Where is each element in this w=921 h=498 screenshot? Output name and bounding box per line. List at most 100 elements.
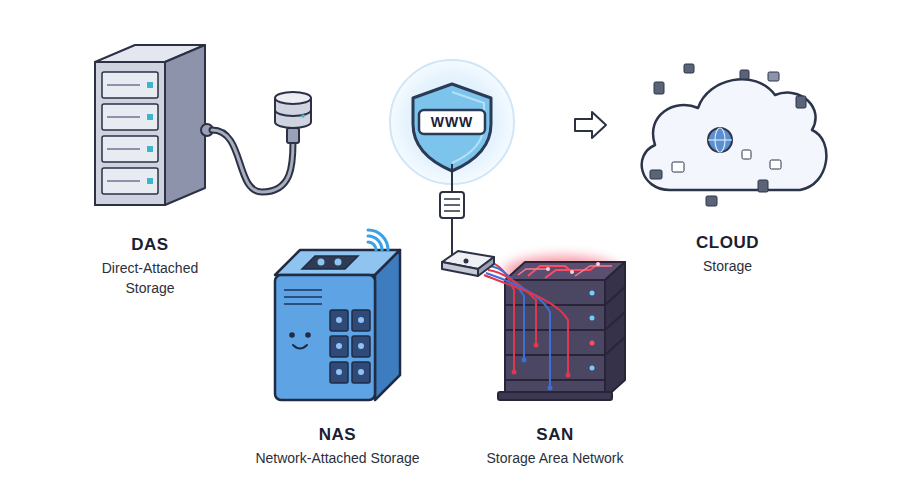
san-rack-icon-part — [505, 354, 605, 356]
nas-cube-icon-part — [330, 362, 348, 383]
nas-cube-icon-part — [336, 343, 342, 349]
nas-cube-icon-part — [352, 362, 370, 383]
san-cables-part — [548, 386, 553, 391]
das-server-icon-part — [102, 72, 158, 98]
node-heading: DAS — [85, 235, 215, 255]
nas-cube-icon-part — [293, 345, 307, 349]
das-server-icon-part — [165, 45, 205, 205]
disk-drive-icon-part — [275, 92, 311, 104]
nas-cube-icon-part — [302, 256, 358, 269]
san-rack-icon-part — [605, 262, 625, 398]
san-rack-icon — [498, 256, 625, 400]
node-heading: SAN — [450, 425, 660, 445]
cloud-icon-part — [742, 150, 751, 159]
das-server-icon-part — [147, 178, 153, 184]
san-cables-part — [522, 358, 527, 363]
storage-node: CLOUDStorage — [635, 60, 820, 200]
node-text-block: DASDirect-Attached Storage — [85, 235, 215, 298]
nas-cube-icon-part — [375, 250, 400, 400]
san-rack-icon-part — [605, 337, 625, 355]
san-rack-icon-part — [605, 312, 625, 330]
web-shield-icon — [390, 60, 514, 184]
disk-drive-icon — [275, 92, 311, 128]
web-shield-icon-part — [390, 60, 514, 184]
disk-drive-icon-part — [301, 114, 305, 118]
web-shield-icon-part — [419, 110, 485, 134]
storage-node: WWW — [414, 80, 490, 164]
flow-arrow-symbol-part — [575, 112, 606, 138]
nas-cube-icon-part — [275, 275, 375, 400]
san-rack-icon-part — [590, 366, 595, 371]
node-text-block: WWW — [414, 80, 490, 164]
nas-cube-icon-part — [358, 369, 364, 375]
cloud-icon-part — [642, 79, 827, 190]
mini-server-icon-part — [444, 198, 460, 200]
das-server-icon-part — [107, 84, 140, 86]
das-cable-part — [287, 128, 299, 143]
das-server-icon-part — [107, 148, 140, 150]
san-cables-part — [488, 270, 536, 345]
san-rack-icon-part — [605, 287, 625, 305]
wifi-symbol — [368, 230, 388, 250]
nas-cube-icon-part — [336, 317, 342, 323]
node-heading: CLOUD — [643, 233, 813, 253]
san-cables-part — [512, 370, 517, 375]
cloud-icon-part — [770, 160, 781, 169]
mini-server-icon — [440, 192, 464, 218]
das-cable-part — [212, 130, 293, 192]
mini-server-icon-part — [444, 210, 460, 212]
cloud-icon-part — [758, 180, 768, 192]
cloud-icon-part — [672, 162, 684, 172]
nas-cube-icon-part — [284, 296, 322, 298]
san-rack-icon-part — [575, 266, 612, 276]
nas-cube-icon-part — [336, 369, 342, 375]
cloud-icon-part — [796, 96, 806, 108]
das-server-icon-part — [102, 104, 158, 130]
nas-cube-icon-part — [330, 336, 348, 357]
nas-cube-icon-part — [352, 336, 370, 357]
cloud-icon-part — [768, 72, 779, 81]
san-rack-icon-part — [590, 341, 595, 346]
san-rack-icon-part — [505, 280, 605, 398]
cloud-icon-part — [684, 64, 694, 73]
network-switch-icon — [442, 251, 494, 276]
san-rack-icon-part — [590, 291, 595, 296]
cloud-icon-part — [740, 70, 749, 79]
nas-cube-icon-part — [289, 332, 295, 338]
san-rack-icon-part — [590, 316, 595, 321]
nas-cube-icon-part — [335, 259, 342, 266]
storage-node: NASNetwork-Attached Storage — [270, 240, 405, 400]
storage-node: SANStorage Area Network — [490, 258, 620, 400]
san-rack-icon-part — [518, 269, 548, 275]
node-text-block: NAS Network-Attached Storage — [223, 425, 453, 468]
web-shield-icon-part — [413, 84, 491, 171]
nas-cube-icon-part — [284, 289, 322, 291]
san-rack-icon-part — [570, 270, 574, 274]
das-server-icon — [95, 45, 213, 205]
cloud-icon-part — [708, 139, 732, 140]
node-heading: WWW — [431, 114, 474, 130]
mini-server-icon-part — [440, 192, 464, 218]
san-cables-part — [484, 275, 568, 375]
node-subtitle: Storage Area Network — [450, 448, 660, 468]
cloud-icon — [642, 64, 827, 206]
node-text-block: SAN Storage Area Network — [450, 425, 660, 468]
network-switch-icon-part — [442, 262, 478, 276]
storage-node: DASDirect-Attached Storage — [95, 45, 205, 205]
das-server-icon-part — [147, 146, 153, 152]
nas-cube-icon-part — [284, 303, 322, 305]
das-server-icon-part — [147, 82, 153, 88]
das-server-icon-part — [147, 114, 153, 120]
nas-cube-icon-part — [318, 259, 325, 266]
node-heading: NAS — [223, 425, 453, 445]
node-subtitle: Network-Attached Storage — [223, 448, 453, 468]
cloud-icon-part — [706, 196, 717, 206]
disk-drive-icon-part — [275, 110, 311, 116]
cloud-icon-part — [650, 170, 662, 179]
nas-cube-icon-part — [330, 310, 348, 331]
network-switch-icon-part — [464, 259, 469, 264]
wifi-symbol-part — [368, 242, 376, 250]
san-rack-icon-part — [596, 262, 600, 266]
das-server-icon-part — [107, 180, 140, 182]
